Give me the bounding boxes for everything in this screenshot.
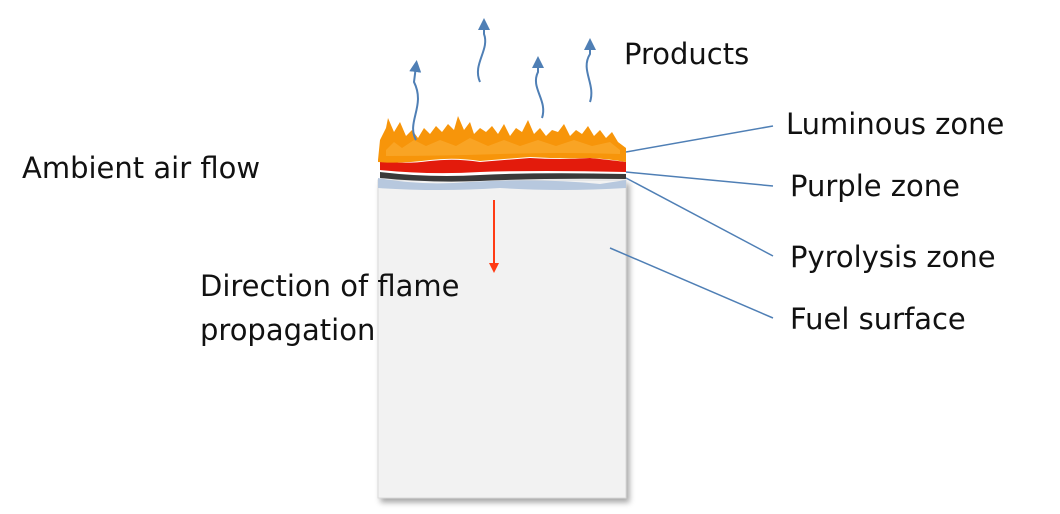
purple-zone-layer [380, 158, 626, 174]
label-products: Products [624, 37, 749, 71]
pyrolysis-layer [380, 172, 626, 182]
products-arrow-2 [477, 18, 490, 83]
label-direction-line1: Direction of flame [200, 269, 460, 303]
label-purple-zone: Purple zone [790, 169, 960, 203]
leader-fuel-surface [609, 247, 774, 319]
label-luminous-zone: Luminous zone [786, 107, 1004, 141]
leader-luminous-zone [625, 125, 774, 153]
products-arrow-1 [409, 60, 422, 141]
fuel-block [377, 179, 627, 499]
label-pyrolysis-zone: Pyrolysis zone [790, 240, 996, 274]
label-ambient-air-flow: Ambient air flow [22, 151, 260, 185]
luminous-zone-highlight [386, 138, 620, 156]
products-arrow-3 [532, 56, 545, 119]
char-layer [378, 178, 626, 190]
products-arrow-4 [584, 38, 596, 103]
label-fuel-surface: Fuel surface [790, 302, 966, 336]
leader-purple-zone [625, 171, 774, 187]
label-direction-line2: propagation [200, 313, 375, 347]
leader-pyrolysis-zone [625, 177, 774, 257]
